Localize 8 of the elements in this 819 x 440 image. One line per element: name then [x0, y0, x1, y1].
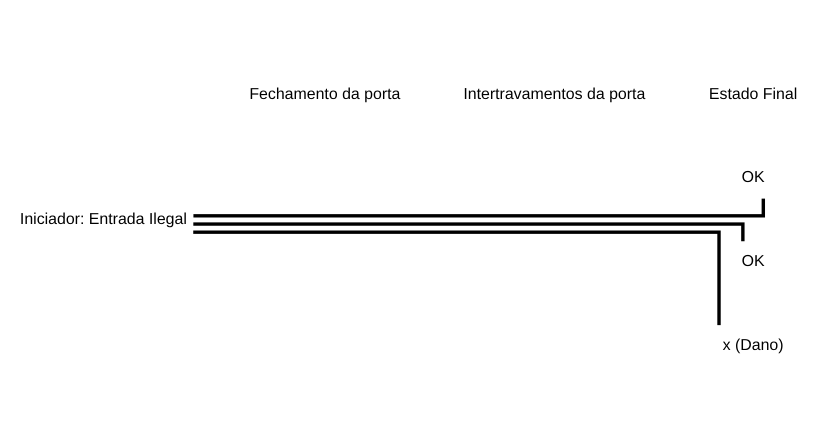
label: Fechamento da porta: [249, 86, 400, 103]
connector: [193, 230, 721, 325]
node-text: OK: [742, 252, 765, 270]
node-text: OK: [742, 168, 765, 186]
node-text: x (Dano): [722, 336, 784, 354]
node-text: Iniciador: Entrada Ilegal: [20, 210, 187, 228]
label: Estado Final: [708, 86, 798, 103]
label: Intertravamentos da porta: [463, 86, 646, 103]
